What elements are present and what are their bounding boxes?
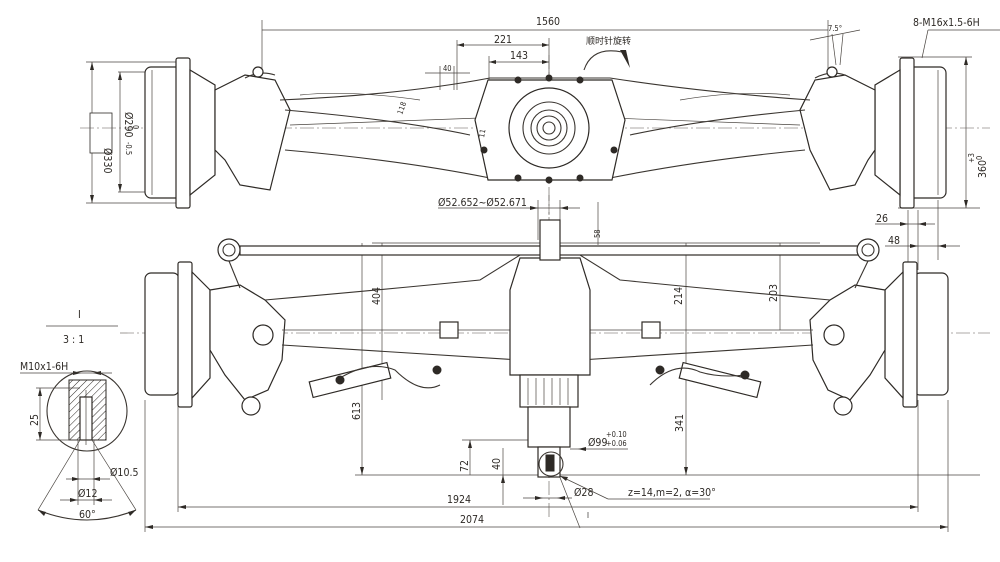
dim-hub-290: Ø290	[122, 112, 134, 137]
left-knuckle-top	[214, 74, 291, 191]
pinion-housing	[519, 374, 579, 408]
dim-1560: 1560	[536, 16, 560, 28]
rotation-note: 顺时针旋转	[586, 35, 631, 47]
dim-203: 203	[768, 284, 780, 302]
dim-341: 341	[674, 414, 686, 432]
left-hydraulic-cylinder	[308, 361, 392, 399]
right-hydraulic-cylinder	[678, 361, 762, 399]
svg-text:0: 0	[131, 125, 140, 129]
svg-text:11: 11	[477, 128, 487, 138]
dim-58: 58	[593, 229, 602, 238]
angle-7-5: 7.5°	[828, 24, 842, 33]
dim-spline-dia: Ø28	[574, 487, 593, 499]
right-knuckle-front	[809, 284, 886, 401]
detail-depth: 25	[29, 414, 41, 426]
svg-text:0: 0	[975, 156, 984, 160]
svg-text:118: 118	[395, 100, 408, 115]
svg-text:+0.06: +0.06	[606, 439, 627, 448]
left-tie-rod-end	[217, 238, 241, 262]
left-wheel-hub-front	[144, 261, 211, 408]
pinion-teeth	[527, 378, 569, 405]
dim-72: 72	[459, 460, 471, 472]
dim-48: 48	[888, 235, 900, 247]
detail-dia-12: Ø12	[78, 488, 97, 500]
dim-shaft-dia: Ø52.652~Ø52.671	[438, 197, 527, 209]
detail-thread: M10x1-6H	[20, 361, 68, 373]
right-knuckle-top	[799, 74, 876, 191]
detail-circle	[46, 370, 128, 452]
housing-bolts	[480, 74, 618, 184]
dim-40-top: 40	[443, 64, 452, 73]
detail-view: I 3 : 1 M10x1-6H 25 60° Ø10.5 Ø	[20, 309, 138, 521]
dim-40-front: 40	[491, 458, 503, 470]
right-tie-rod-end	[856, 238, 880, 262]
detail-scale: 3 : 1	[63, 334, 84, 346]
thread-callout: 8-M16x1.5-6H	[913, 17, 980, 29]
dim-2074: 2074	[460, 514, 484, 526]
dim-pinion-dia: Ø99	[588, 437, 607, 449]
right-wheel-hub-top	[874, 57, 947, 209]
dim-1924: 1924	[447, 494, 471, 506]
detail-angle: 60°	[79, 509, 96, 521]
front-view: Ø52.652~Ø52.671 58 26 48 404 214 203	[120, 195, 990, 532]
gear-spec: z=14,m=2, α=30°	[628, 487, 716, 499]
svg-text:+3: +3	[967, 153, 976, 163]
dim-613: 613	[351, 402, 363, 420]
input-shaft	[539, 219, 561, 261]
detail-dia-10-5: Ø10.5	[110, 467, 138, 479]
dim-404: 404	[371, 287, 383, 305]
svg-text:+0.10: +0.10	[606, 430, 627, 439]
dim-26: 26	[876, 213, 888, 225]
svg-text:-0.5: -0.5	[124, 142, 133, 155]
left-wheel-hub-top	[144, 57, 216, 209]
differential-housing-front	[509, 257, 591, 376]
dim-143: 143	[510, 50, 528, 62]
right-wheel-hub-front	[884, 261, 949, 408]
section-mark: I	[587, 511, 589, 520]
dim-221: 221	[494, 34, 512, 46]
dim-flange-360: 360	[977, 160, 989, 178]
detail-label: I	[78, 309, 81, 321]
dim-hub-330: Ø330	[101, 148, 113, 173]
left-knuckle-front	[209, 284, 286, 401]
differential-cover	[508, 87, 590, 169]
top-view: 1560 221 143 40 顺时针旋转 7.5° 8-M16x1.5-6H	[80, 16, 1000, 215]
dim-214: 214	[673, 287, 685, 305]
rotation-arrow-icon	[583, 50, 623, 71]
